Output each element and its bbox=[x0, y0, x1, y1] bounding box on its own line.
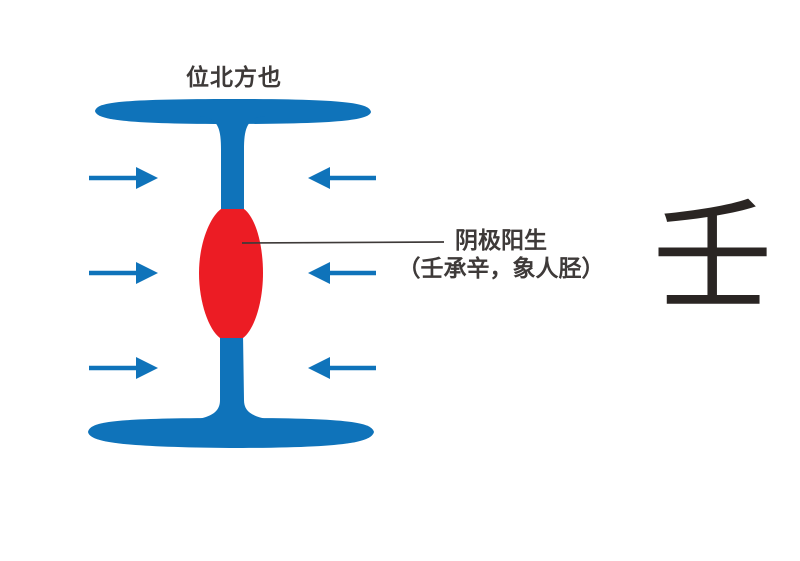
upper-stem-shape bbox=[200, 116, 265, 212]
arrow-head bbox=[308, 357, 330, 379]
top-label: 位北方也 bbox=[186, 65, 282, 91]
red-bulge-shape bbox=[199, 209, 263, 338]
lower-stem-shape bbox=[198, 334, 267, 419]
arrow-left-icon bbox=[308, 357, 376, 379]
arrow-right-icon bbox=[89, 167, 158, 189]
left-arrows bbox=[89, 167, 158, 379]
arrow-right-icon bbox=[89, 357, 158, 379]
arrow-head bbox=[136, 357, 158, 379]
arrow-right-icon bbox=[89, 262, 158, 284]
callout-line bbox=[241, 241, 445, 244]
annotation-block: 阴极阳生 （壬承辛，象人胫） bbox=[390, 227, 612, 283]
right-arrows bbox=[308, 167, 376, 379]
arrow-head bbox=[136, 262, 158, 284]
big-character: 壬 bbox=[652, 188, 773, 327]
arrow-left-icon bbox=[308, 262, 376, 284]
blue-body-shape bbox=[88, 99, 374, 448]
top-bar-shape bbox=[95, 99, 371, 124]
arrow-head bbox=[136, 167, 158, 189]
annotation-line1: 阴极阳生 bbox=[455, 228, 547, 254]
arrow-left-icon bbox=[308, 167, 376, 189]
annotation-line2: （壬承辛，象人胫） bbox=[397, 256, 605, 282]
arrow-head bbox=[308, 167, 330, 189]
bottom-bar-shape bbox=[88, 418, 374, 448]
arrow-head bbox=[308, 262, 330, 284]
